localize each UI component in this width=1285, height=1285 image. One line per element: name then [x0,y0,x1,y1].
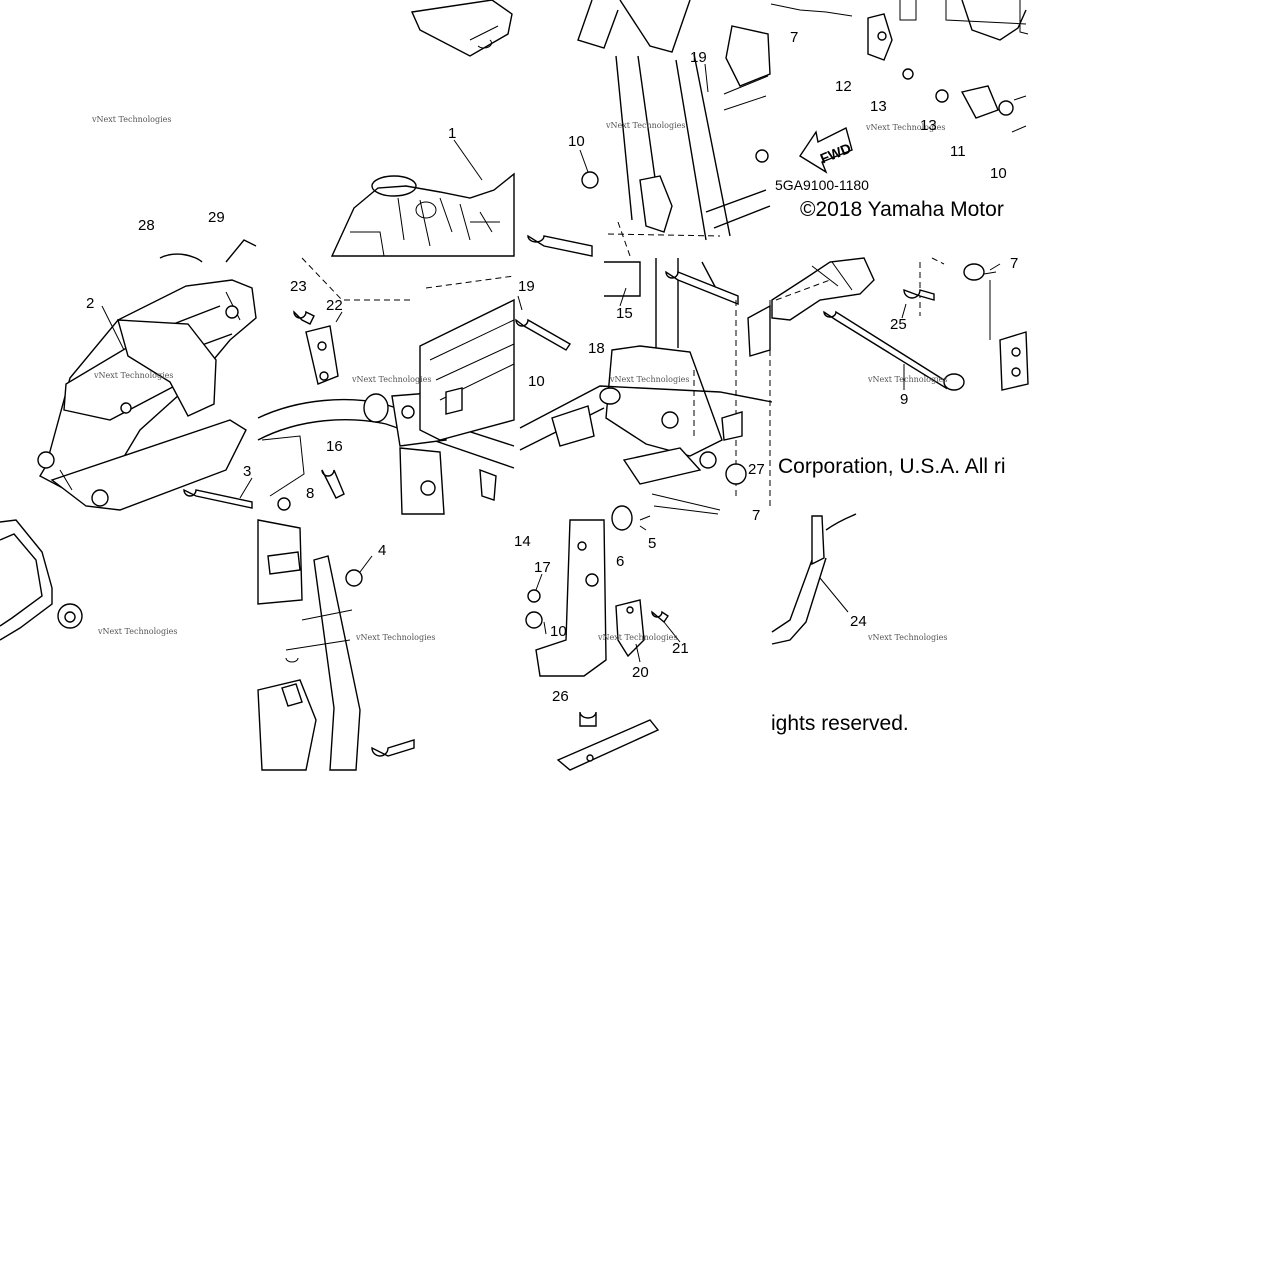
tile-r0-c0 [85,127,89,142]
svg-text:vNext Technologies: vNext Technologies [865,123,945,132]
tile-r1-c1: vNext Technologies [257,257,515,515]
callout-11: 11 [950,143,966,160]
svg-text:vNext Technologies: vNext Technologies [867,375,947,384]
tile-r2-c3: vNext Technologies ights reserved. [771,513,947,735]
svg-text:vNext Technologies: vNext Technologies [597,633,677,642]
callout-8: 8 [306,485,314,502]
callout-22: 22 [326,297,343,314]
callout-1: 1 [448,125,456,142]
tile-r2-c2: vNext Technologies [525,505,681,771]
svg-text:vNext Technologies: vNext Technologies [605,121,685,130]
callout-10d: 10 [550,623,567,640]
callout-15: 15 [616,305,633,322]
callout-10b: 10 [990,165,1007,182]
tile-r2-c1: vNext Technologies [257,519,435,771]
callout-3: 3 [243,463,251,480]
callout-27: 27 [748,461,765,478]
callout-7a: 7 [790,29,798,46]
fwd-arrow-icon: FWD [799,126,853,174]
svg-text:vNext Technologies: vNext Technologies [867,633,947,642]
callout-7b: 7 [1010,255,1018,272]
callout-29: 29 [208,209,225,226]
callout-10c: 10 [528,373,545,390]
svg-text:vNext Technologies: vNext Technologies [351,375,431,384]
copyright-part-a: ©2018 Yamaha Motor [800,198,1004,221]
svg-text:vNext Technologies: vNext Technologies [355,633,435,642]
svg-text:vNext Technologies: vNext Technologies [97,627,177,636]
callout-13b: 13 [920,117,937,134]
copyright-part-b: Corporation, U.S.A. All ri [778,455,1006,478]
callout-9: 9 [900,391,908,408]
callout-2: 2 [86,295,94,312]
tile-r1-c2: vNext Technologies [515,258,773,515]
callout-14: 14 [514,533,531,550]
svg-text:vNext Technologies: vNext Technologies [93,371,173,380]
part-code: 5GA9100-1180 [775,177,869,193]
svg-text:vNext Technologies: vNext Technologies [609,375,689,384]
callout-24: 24 [850,613,867,630]
callout-17: 17 [534,559,551,576]
callout-19b: 19 [518,278,535,295]
callout-16: 16 [326,438,343,455]
copyright-part-c: ights reserved. [771,712,909,735]
callout-25: 25 [890,316,907,333]
callout-labels: 1 2 3 4 5 6 7 7 7 8 9 10 10 10 10 11 12 … [86,29,1018,705]
callout-5: 5 [648,535,656,552]
tile-r1-c0: vNext Technologies [37,239,257,511]
tile-r0-c2: vNext Technologies [527,0,771,257]
callout-12: 12 [835,78,852,95]
tile-r2-c0: vNext Technologies [0,519,177,641]
callout-28: 28 [138,217,155,234]
callout-10a: 10 [568,133,585,150]
callout-20: 20 [632,664,649,681]
callout-18: 18 [588,340,605,357]
callout-4: 4 [378,542,386,559]
callout-13: 13 [870,98,887,115]
tile-r0-c1 [330,0,515,257]
tile-r0-c3: FWD vNext Technologies 5GA9100-1180 ©201… [770,0,1029,221]
callout-6: 6 [616,553,624,570]
tile-r1-c3: vNext Technologies Corporation, U.S.A. A… [771,257,1029,478]
callout-21: 21 [672,640,689,657]
callout-7c: 7 [752,507,760,524]
watermark-tile-1: vNext Technologies [91,115,171,124]
callout-26: 26 [552,688,569,705]
callout-19a: 19 [690,49,707,66]
callout-23: 23 [290,278,307,295]
